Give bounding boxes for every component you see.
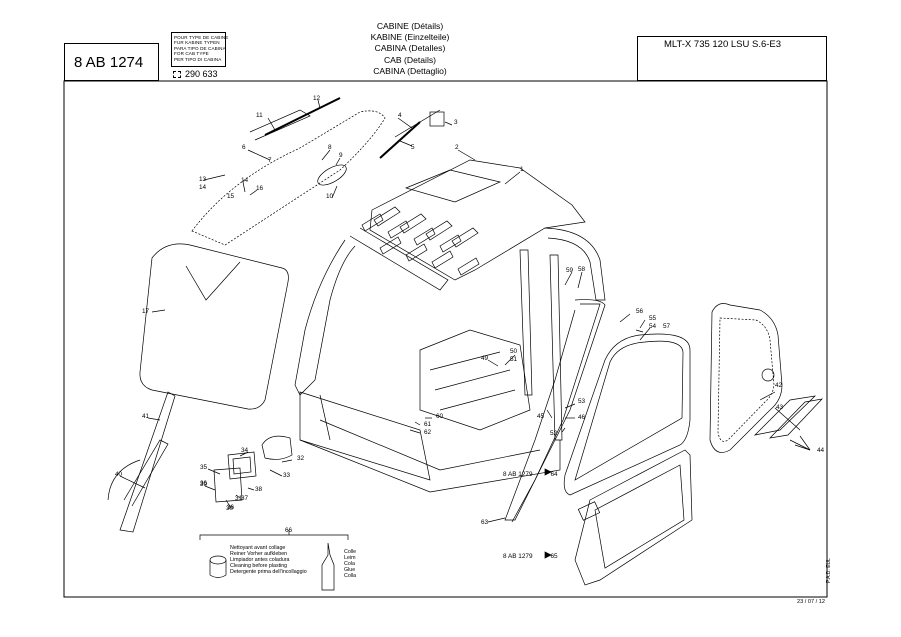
callout-42: 42 — [775, 382, 783, 389]
cleaner-note: Nettoyant avant collage Reiner Vorher au… — [230, 545, 307, 575]
callout-45: 45 — [537, 413, 545, 420]
callout-33: 33 — [283, 472, 291, 479]
callout-50: 50 — [510, 348, 518, 355]
callout-17: 17 — [142, 308, 150, 315]
callout-7: 7 — [268, 157, 272, 164]
callout-32: 32 — [297, 455, 305, 462]
callout-11: 11 — [256, 112, 263, 119]
callout-52: 52 — [550, 430, 558, 437]
callout-44: 44 — [817, 447, 825, 454]
callout-39: 39 — [200, 481, 208, 488]
callout-14a: 14 — [241, 177, 249, 184]
callout-53: 53 — [578, 398, 586, 405]
callout-14b: 14 — [199, 184, 207, 191]
callout-66: 66 — [285, 527, 293, 534]
callout-5: 5 — [411, 144, 415, 151]
cab-type-box — [171, 32, 226, 67]
callout-16: 16 — [256, 185, 264, 192]
model-name: MLT-X 735 120 LSU S.6-E3 — [664, 39, 782, 50]
callout-59: 59 — [566, 267, 574, 274]
callout-62: 62 — [424, 429, 432, 436]
title-block: CABINE (Détails) KABINE (Einzelteile) CA… — [370, 21, 450, 76]
callout-55: 55 — [649, 315, 657, 322]
callout-61: 61 — [424, 421, 432, 428]
callout-49: 49 — [481, 355, 489, 362]
callout-58: 58 — [578, 266, 586, 273]
callout-15: 15 — [227, 193, 235, 200]
callout-8: 8 — [328, 144, 332, 151]
callout-4: 4 — [398, 112, 402, 119]
revision-date: 23 / 07 / 12 — [797, 599, 825, 605]
callout-54: 54 — [649, 323, 657, 330]
cab-type-labels: POUR TYPE DE CABINE FUR KABINE TYPEN PAR… — [174, 35, 229, 62]
callout-31: 31 — [235, 495, 243, 502]
callout-10: 10 — [326, 193, 334, 200]
callout-34: 34 — [241, 447, 249, 454]
callout-2: 2 — [455, 144, 459, 151]
callout-13: 13 — [199, 176, 207, 183]
callout-12: 12 — [313, 95, 321, 102]
callout-30: 30 — [226, 505, 234, 512]
document-reference: 8 AB 1274 — [74, 54, 144, 71]
callout-38: 38 — [255, 486, 263, 493]
callout-3: 3 — [454, 119, 458, 126]
callout-1: 1 — [520, 166, 524, 173]
callout-40: 40 — [115, 471, 123, 478]
callout-46: 46 — [578, 414, 586, 421]
glue-note: Colle Leim Cola Glue Colla — [344, 549, 357, 579]
callout-63: 63 — [481, 519, 489, 526]
cab-type-bracket-icon — [173, 71, 181, 78]
callout-35: 35 — [200, 464, 208, 471]
callout-36b: 36 — [227, 504, 235, 511]
callout-57: 57 — [663, 323, 671, 330]
callout-56: 56 — [636, 308, 644, 315]
callout-6: 6 — [242, 144, 246, 151]
cab-type-number: 290 633 — [185, 69, 218, 79]
callout-36a: 36 — [200, 480, 208, 487]
callout-41: 41 — [142, 413, 150, 420]
callout-37: 37 — [241, 495, 249, 502]
side-code: P.A.D. EUL — [826, 558, 832, 583]
callout-9: 9 — [339, 152, 343, 159]
callout-43: 43 — [776, 404, 784, 411]
callout-51: 51 — [510, 356, 518, 363]
callout-60: 60 — [436, 413, 444, 420]
